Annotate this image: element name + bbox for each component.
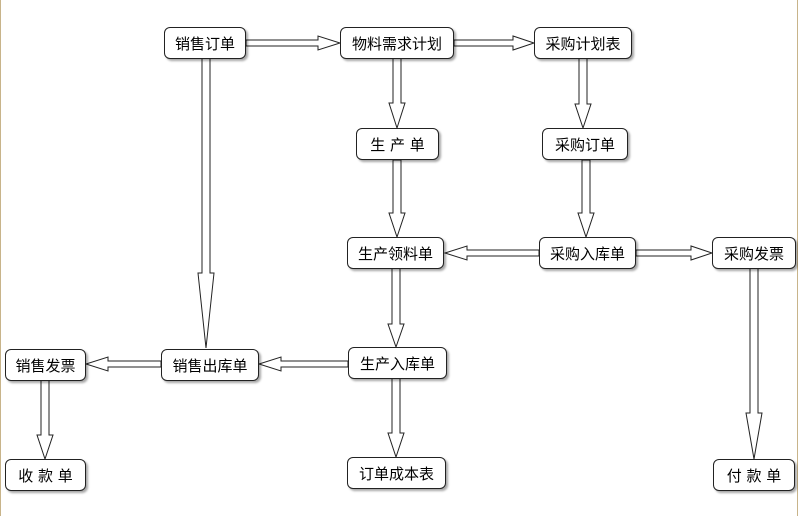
arrow-purchase-invoice-to-payment [745,267,763,460]
node-purchase-order: 采购订单 [542,128,628,160]
arrow-sales-invoice-to-receipt-voucher [36,379,54,461]
node-production-order-label: 生 产 单 [370,135,425,154]
arrow-purchase-order-to-receipt [577,159,595,239]
node-purchase-plan-label: 采购计划表 [545,34,621,53]
node-material-requisition-label: 生产领料单 [357,244,433,263]
node-purchase-receipt: 采购入库单 [539,237,636,269]
node-mrp-label: 物料需求计划 [351,34,442,53]
arrow-purchase-plan-to-purchase-order [574,56,592,130]
node-sales-delivery-label: 销售出库单 [172,356,248,375]
node-sales-delivery: 销售出库单 [161,349,259,381]
arrow-receipt-to-requisition [443,245,540,261]
arrow-mrp-to-purchase-plan [453,35,536,51]
arrow-sales-order-to-mrp [245,35,342,51]
node-order-cost-sheet: 订单成本表 [347,457,446,489]
node-mrp: 物料需求计划 [340,27,454,59]
node-production-order: 生 产 单 [356,128,439,160]
node-receipt-voucher-label: 收 款 单 [18,466,73,485]
node-receipt-voucher: 收 款 单 [5,459,86,491]
node-sales-invoice: 销售发票 [5,349,86,381]
node-production-receipt: 生产入库单 [348,347,447,379]
node-purchase-order-label: 采购订单 [554,135,615,154]
node-purchase-plan: 采购计划表 [534,27,632,59]
node-purchase-invoice-label: 采购发票 [723,244,784,263]
node-purchase-invoice: 采购发票 [712,237,796,269]
node-payment-voucher: 付 款 单 [713,459,795,491]
arrow-delivery-to-sales-invoice [84,356,162,372]
node-sales-invoice-label: 销售发票 [15,356,76,375]
arrow-mrp-to-production-order [388,56,406,130]
node-sales-order: 销售订单 [164,27,246,59]
arrow-sales-order-to-delivery [197,56,215,349]
arrow-receipt-to-purchase-invoice [635,245,714,261]
node-material-requisition: 生产领料单 [347,237,444,269]
arrow-production-receipt-to-delivery [257,356,349,372]
node-sales-order-label: 销售订单 [174,34,235,53]
arrow-production-receipt-to-cost-sheet [387,377,405,459]
node-purchase-receipt-label: 采购入库单 [549,244,625,263]
node-payment-voucher-label: 付 款 单 [726,466,782,485]
arrow-requisition-to-production-receipt [387,267,405,349]
node-order-cost-sheet-label: 订单成本表 [358,464,434,483]
arrow-production-order-to-requisition [388,159,406,239]
node-production-receipt-label: 生产入库单 [359,354,435,373]
